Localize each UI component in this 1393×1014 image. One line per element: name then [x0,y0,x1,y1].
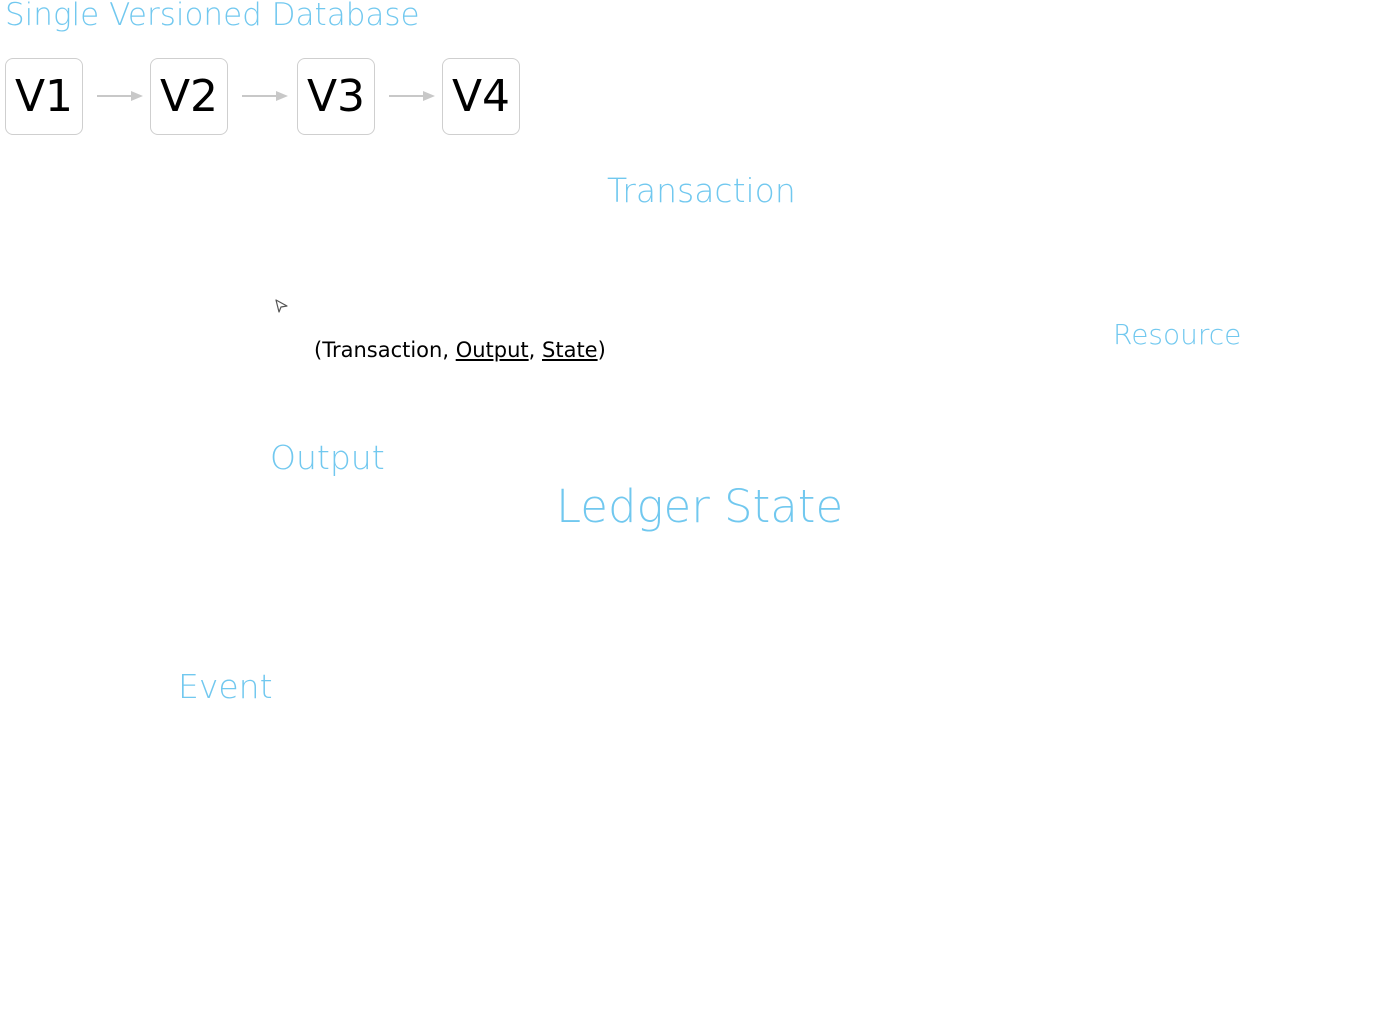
version-label: V1 [14,70,74,122]
version-box-v3[interactable]: V3 [297,58,375,135]
tuple-output-link[interactable]: Output [455,338,529,362]
tuple-close: ) [597,338,606,362]
version-label: V4 [451,70,511,122]
tuple-state-link[interactable]: State [542,338,598,362]
tuple-transaction: Transaction [322,338,443,362]
version-label: V2 [159,70,219,122]
tuple-open: ( [314,338,323,362]
version-box-v1[interactable]: V1 [5,58,83,135]
concept-event: Event [178,667,273,706]
arrow-right-icon [389,91,435,101]
version-label: V3 [306,70,366,122]
concept-resource: Resource [1113,318,1242,351]
version-box-v4[interactable]: V4 [442,58,520,135]
pointer-cursor-icon [275,299,288,313]
database-title: Single Versioned Database [5,0,420,33]
version-box-v2[interactable]: V2 [150,58,228,135]
concept-ledger-state: Ledger State [556,480,844,533]
arrow-right-icon [97,91,143,101]
tuple-expression: (Transaction, Output, State) [314,338,606,363]
tuple-sep-1: , [442,338,456,362]
tuple-sep-2: , [528,338,543,362]
concept-transaction: Transaction [607,171,796,210]
concept-output: Output [270,438,385,477]
arrow-right-icon [242,91,288,101]
